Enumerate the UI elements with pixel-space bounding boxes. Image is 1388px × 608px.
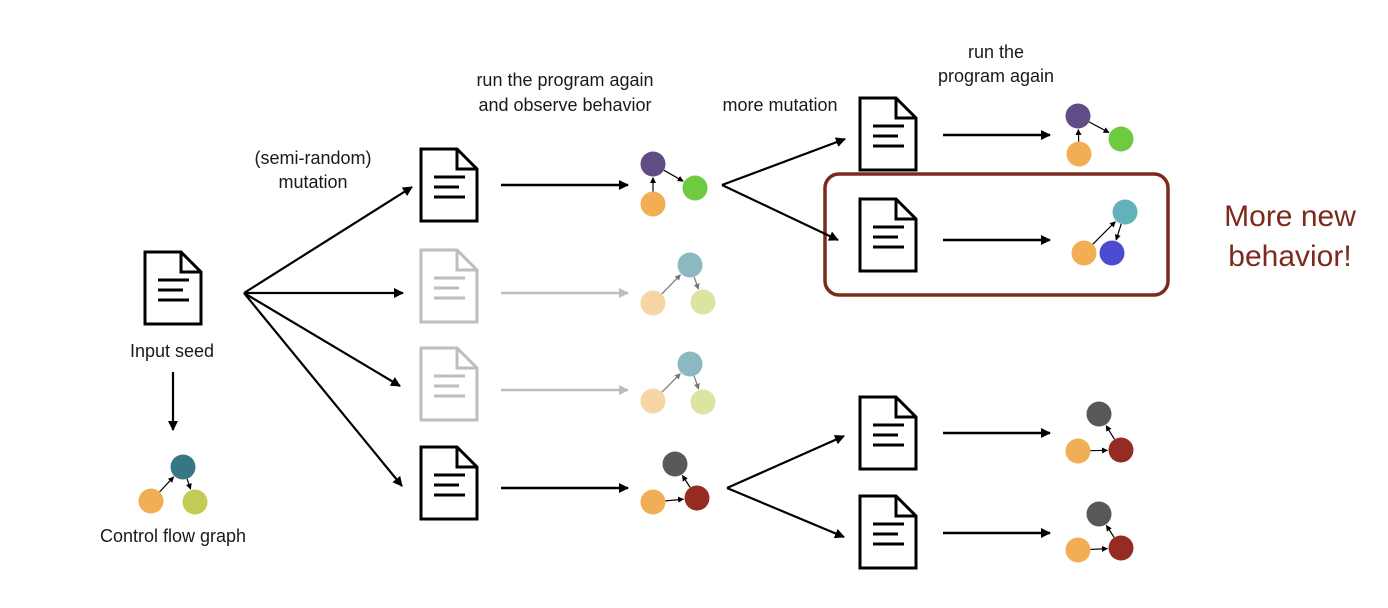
edge-left-to-top — [661, 373, 681, 393]
mutant-4-document-icon — [419, 445, 479, 521]
mutant-3-document-icon — [419, 346, 479, 422]
node-left — [640, 388, 666, 414]
node-right — [1099, 240, 1125, 266]
edge-left-to-top — [1092, 221, 1116, 245]
mutation-arrow-3 — [243, 292, 401, 387]
more-mutation-arrow-3 — [726, 434, 845, 490]
gen2-2-graph — [1071, 199, 1138, 266]
arrows — [168, 130, 1051, 539]
mutation-arrow-1 — [243, 186, 413, 294]
edge-top-to-right — [663, 169, 684, 182]
mutant-2-graph — [640, 252, 716, 316]
edge-left-to-right — [665, 496, 685, 503]
mutant-1-graph — [640, 151, 708, 217]
more-mutation-arrow-4 — [726, 486, 845, 539]
edge-top-to-right — [693, 276, 700, 290]
run-again-label-line1: run the — [968, 42, 1024, 62]
node-right — [1108, 437, 1134, 463]
control-flow-graph-label: Control flow graph — [100, 526, 246, 546]
node-top — [662, 451, 688, 477]
node-right — [684, 485, 710, 511]
node-right — [682, 175, 708, 201]
node-top — [1112, 199, 1138, 225]
edge-left-to-top — [661, 274, 682, 295]
node-left — [138, 488, 164, 514]
node-top — [170, 454, 196, 480]
mutant-4-graph — [640, 451, 710, 515]
graphs — [138, 103, 1138, 563]
edge-left-to-top — [159, 476, 175, 493]
seed-document-icon — [143, 250, 203, 326]
node-left — [640, 489, 666, 515]
input-seed-label: Input seed — [130, 341, 214, 361]
run-observe-label-line2: and observe behavior — [478, 95, 651, 115]
node-left — [640, 290, 666, 316]
mutation-arrow-4 — [243, 292, 403, 487]
gen2-3-document-icon — [858, 395, 918, 471]
node-top — [1065, 103, 1091, 129]
mutant-1-document-icon — [419, 147, 479, 223]
more-mutation-arrow-1 — [721, 137, 846, 187]
gen2-2-document-icon — [858, 197, 918, 273]
mutation-label-line2: mutation — [278, 172, 347, 192]
mutant-3-graph — [640, 351, 716, 415]
node-top — [1086, 401, 1112, 427]
edge-top-to-right — [1114, 223, 1122, 241]
edge-top-to-right — [693, 375, 700, 390]
node-top — [1086, 501, 1112, 527]
edge-left-to-right — [1090, 545, 1109, 552]
node-left — [1071, 240, 1097, 266]
node-left — [1065, 438, 1091, 464]
run-again-label-line2: program again — [938, 66, 1054, 86]
node-right — [690, 389, 716, 415]
more-mutation-label: more mutation — [722, 95, 837, 115]
new-behavior-label-line2: behavior! — [1228, 240, 1351, 273]
node-top — [640, 151, 666, 177]
edge-right-to-top — [1105, 425, 1115, 440]
documents — [143, 96, 918, 570]
gen2-3-graph — [1065, 401, 1134, 464]
mutant-2-document-icon — [419, 248, 479, 324]
edge-right-to-top — [1105, 524, 1115, 538]
node-left — [1065, 537, 1091, 563]
mutation-label-line1: (semi-random) — [254, 148, 371, 168]
edge-top-to-right — [1088, 121, 1110, 134]
node-left — [1066, 141, 1092, 167]
gen2-1-graph — [1065, 103, 1134, 167]
node-left — [640, 191, 666, 217]
seed-control-flow-graph — [138, 454, 208, 515]
node-top — [677, 252, 703, 278]
node-right — [1108, 126, 1134, 152]
run-observe-label-line1: run the program again — [476, 70, 653, 90]
new-behavior-label-line1: More new — [1224, 200, 1356, 233]
gen2-4-graph — [1065, 501, 1134, 563]
more-mutation-arrow-2 — [721, 184, 839, 241]
edge-right-to-top — [681, 474, 691, 488]
node-right — [690, 289, 716, 315]
node-right — [182, 489, 208, 515]
edge-top-to-right — [186, 478, 192, 490]
gen2-1-document-icon — [858, 96, 918, 172]
node-right — [1108, 535, 1134, 561]
gen2-4-document-icon — [858, 494, 918, 570]
node-top — [677, 351, 703, 377]
